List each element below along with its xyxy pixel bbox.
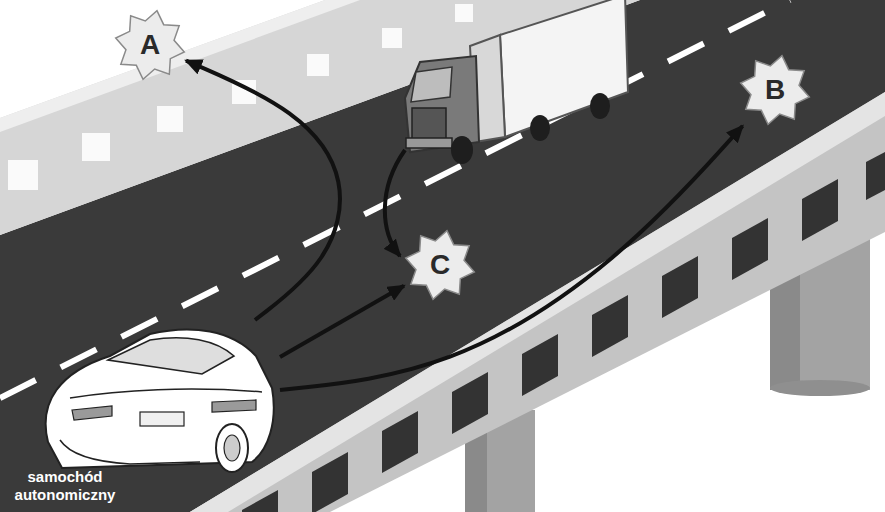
wall-window [82, 133, 110, 161]
vehicle-label: samochód autonomiczny [9, 468, 121, 504]
wall-window [232, 80, 256, 104]
target-star: C [404, 229, 476, 301]
truck-cargo-box [500, 0, 628, 137]
wall-window [312, 452, 348, 512]
star-letter: B [765, 76, 785, 104]
vehicle-label-box: samochód autonomiczny [5, 320, 280, 510]
car-wheel-rim [224, 435, 240, 461]
target-star: B [739, 54, 811, 126]
car-tail-light [212, 400, 256, 412]
wall-window [662, 256, 698, 318]
truck-wheel [590, 93, 610, 119]
wall-window [522, 334, 558, 396]
wall-window [382, 411, 418, 473]
truck-wheel [530, 115, 550, 141]
motion-arrow [186, 61, 340, 320]
car-sill [60, 440, 200, 464]
truck-bumper [406, 138, 452, 148]
star-letter: A [140, 31, 160, 59]
star-letter: C [430, 251, 450, 279]
wall-window [8, 160, 38, 190]
truck-wheel [451, 136, 473, 164]
star-shape [116, 11, 185, 80]
car-rear-window [108, 338, 234, 374]
wall-window [866, 152, 885, 200]
car-wheel [216, 424, 248, 472]
star-shape [741, 56, 810, 125]
motion-arrow [280, 126, 743, 390]
car-trim [70, 389, 262, 398]
wall-window [307, 54, 329, 76]
star-shape [406, 231, 475, 300]
truck-windshield [411, 67, 452, 102]
car-plate [140, 412, 184, 426]
near-wall-top [190, 92, 885, 512]
car-tail-light [72, 406, 112, 420]
wall-window [802, 179, 838, 241]
wall-window [455, 4, 473, 22]
bridge-pillar-base [770, 380, 870, 396]
truck-grille [412, 108, 446, 140]
motion-arrow [280, 286, 404, 357]
truck-cab [405, 56, 479, 152]
truck-arrow [385, 150, 405, 256]
wall-window [592, 295, 628, 357]
target-star: A [114, 9, 186, 81]
far-wall-top [0, 0, 360, 132]
wall-window [732, 218, 768, 280]
wall-window [157, 106, 183, 132]
wall-window [452, 372, 488, 434]
wall-window [382, 28, 402, 48]
near-wall [190, 92, 885, 512]
wall-window [242, 490, 278, 512]
car-body [46, 329, 274, 468]
